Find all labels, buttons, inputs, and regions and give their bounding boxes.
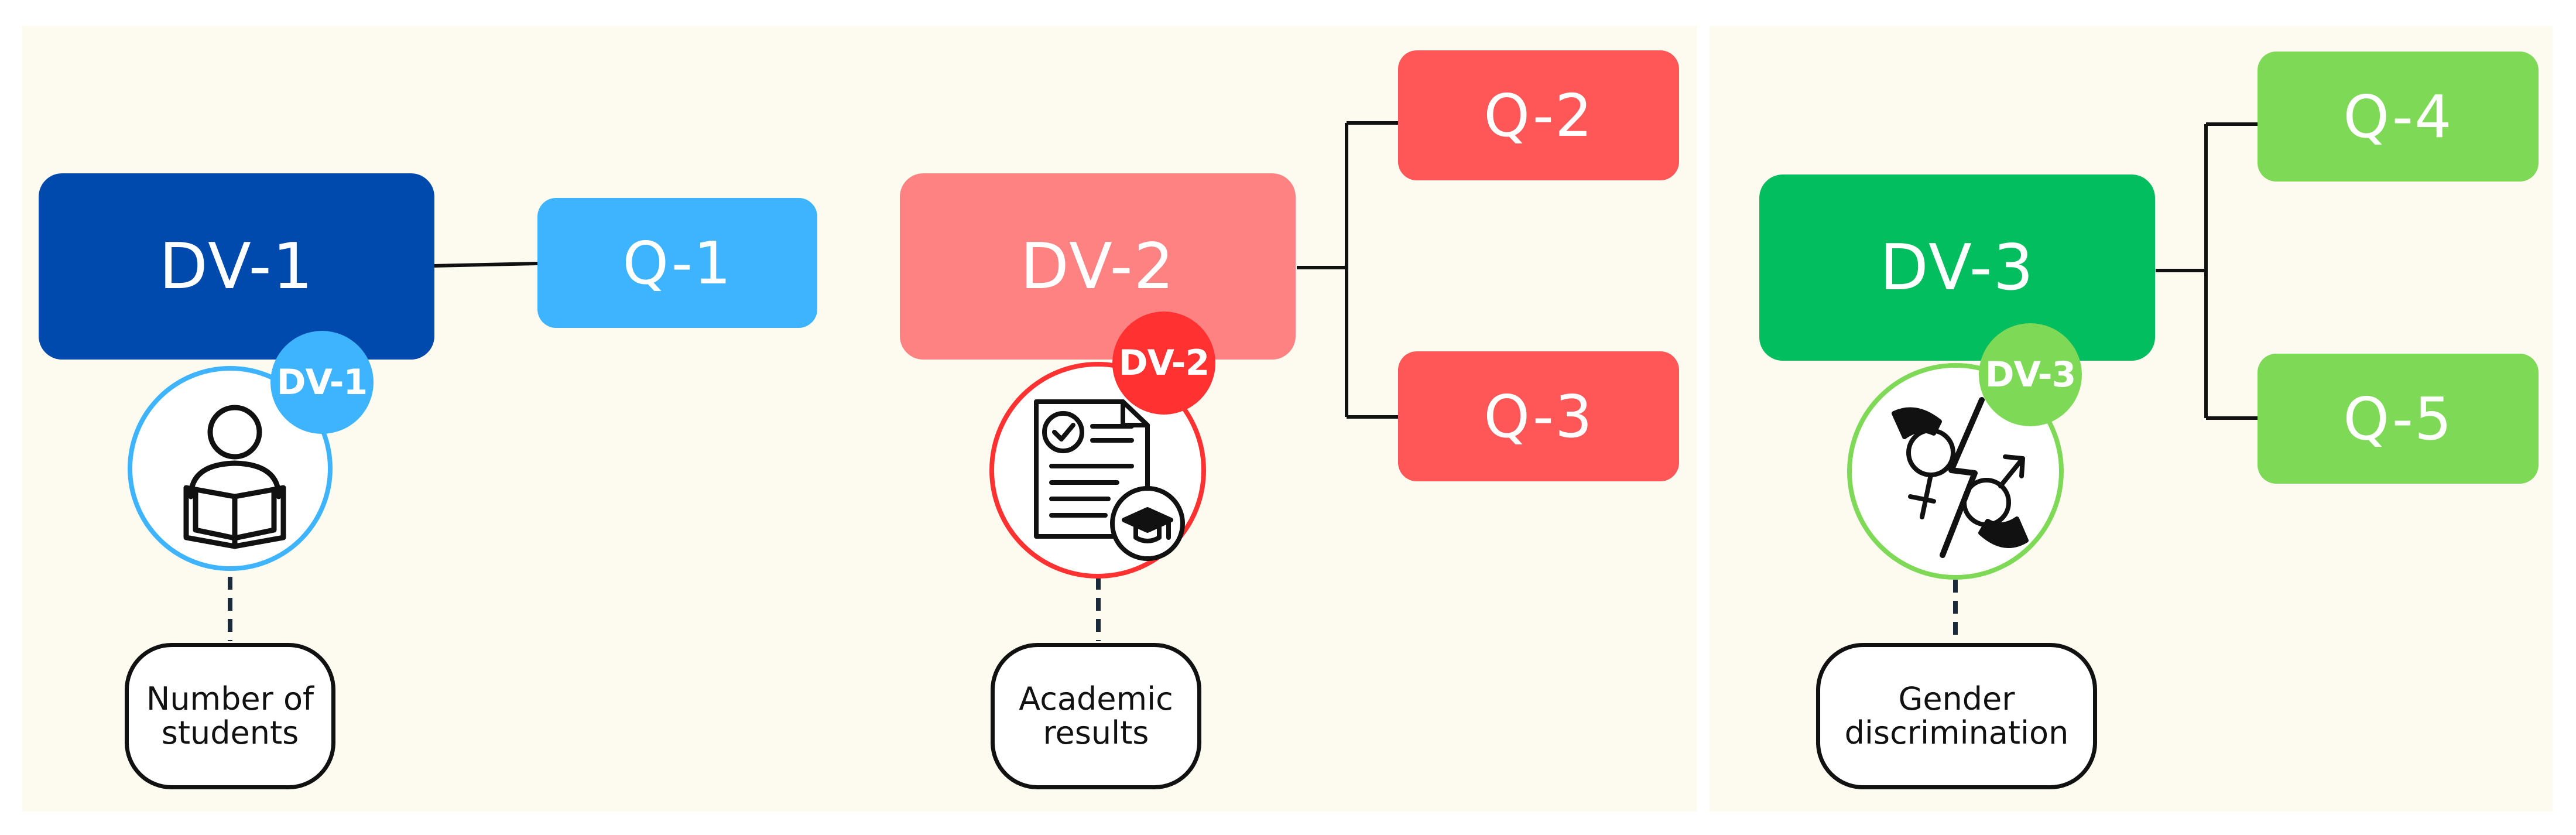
q2-box: Q-2 bbox=[1398, 50, 1679, 180]
dv1-badge-label: DV-1 bbox=[276, 362, 368, 403]
dv3-box-label: DV-3 bbox=[1879, 231, 2035, 304]
q5-box: Q-5 bbox=[2258, 354, 2539, 484]
dv3-description-box: Gender discrimination bbox=[1816, 643, 2097, 789]
q2-box-label: Q-2 bbox=[1484, 81, 1594, 150]
dv1-badge: DV-1 bbox=[270, 331, 374, 434]
dv1-box: DV-1 bbox=[39, 173, 434, 360]
q5-box-label: Q-5 bbox=[2343, 384, 2453, 453]
dv2-box: DV-2 bbox=[900, 173, 1296, 360]
dv2-badge-label: DV-2 bbox=[1118, 343, 1210, 384]
q4-box: Q-4 bbox=[2258, 52, 2539, 182]
dv2-box-label: DV-2 bbox=[1020, 230, 1176, 303]
dv2-description-box: Academic results bbox=[991, 643, 1201, 789]
dv2-badge: DV-2 bbox=[1112, 312, 1215, 415]
connector-dv3-q4-q5 bbox=[2156, 122, 2258, 420]
dv1-description: Number of students bbox=[146, 680, 314, 751]
connector-dv2-q2-q3 bbox=[1297, 121, 1398, 419]
dv3-badge-label: DV-3 bbox=[1985, 354, 2077, 395]
gender-discrimination-icon bbox=[1892, 397, 2029, 558]
q3-box-label: Q-3 bbox=[1484, 382, 1594, 451]
q1-box: Q-1 bbox=[537, 198, 817, 328]
dv2-description: Academic results bbox=[1019, 680, 1173, 751]
dv3-description: Gender discrimination bbox=[1844, 680, 2069, 751]
connector-dv1-q1 bbox=[433, 262, 538, 268]
dv3-badge: DV-3 bbox=[1979, 323, 2082, 426]
academic-report-graduation-icon bbox=[1034, 399, 1185, 561]
dv1-description-box: Number of students bbox=[125, 643, 335, 789]
dv3-box: DV-3 bbox=[1759, 174, 2155, 361]
student-reading-book-icon bbox=[183, 405, 286, 549]
q4-box-label: Q-4 bbox=[2343, 82, 2453, 151]
q3-box: Q-3 bbox=[1398, 351, 1679, 481]
dv1-box-label: DV-1 bbox=[159, 230, 314, 303]
q1-box-label: Q-1 bbox=[622, 228, 732, 297]
